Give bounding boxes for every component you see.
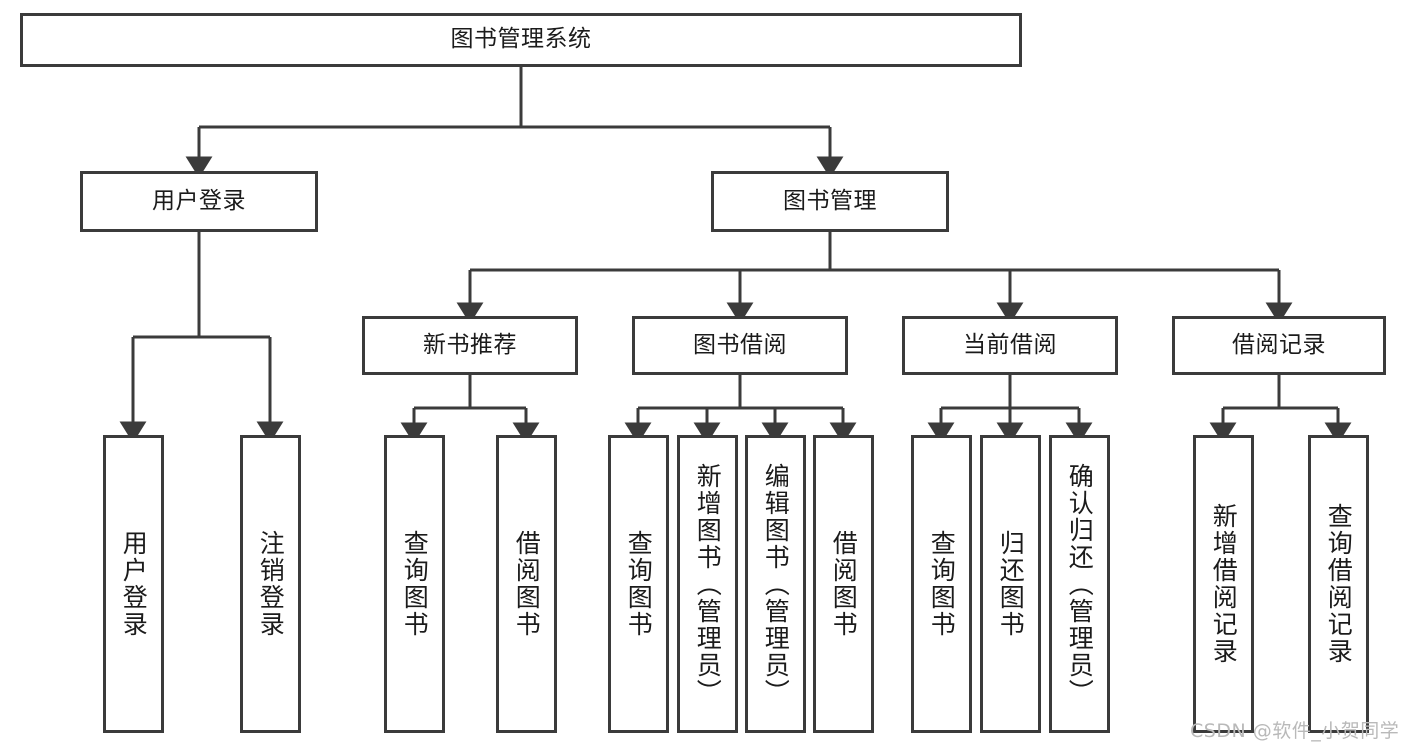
node-leaf-edit-book-label: 编辑图书（管理员） xyxy=(761,462,791,706)
node-leaf-add-book-label: 新增图书（管理员） xyxy=(693,462,723,706)
node-leaf-add-book[interactable]: 新增图书（管理员） xyxy=(677,435,738,733)
node-leaf-confirm-return-label: 确认归还（管理员） xyxy=(1065,462,1095,706)
node-new-book-recommend[interactable]: 新书推荐 xyxy=(362,316,578,375)
node-leaf-query-book-borrow[interactable]: 查询图书 xyxy=(608,435,669,733)
node-leaf-borrow-book-rec-label: 借阅图书 xyxy=(512,530,542,638)
node-current-borrow[interactable]: 当前借阅 xyxy=(902,316,1118,375)
node-leaf-query-book-current-label: 查询图书 xyxy=(927,530,957,638)
node-leaf-query-book-borrow-label: 查询图书 xyxy=(624,530,654,638)
node-book-borrow[interactable]: 图书借阅 xyxy=(632,316,848,375)
node-root-label: 图书管理系统 xyxy=(450,26,592,53)
node-leaf-query-book-current[interactable]: 查询图书 xyxy=(911,435,972,733)
node-book-borrow-label: 图书借阅 xyxy=(693,331,787,358)
node-leaf-borrow-book-rec[interactable]: 借阅图书 xyxy=(496,435,557,733)
node-leaf-query-record-label: 查询借阅记录 xyxy=(1324,503,1354,665)
node-leaf-confirm-return[interactable]: 确认归还（管理员） xyxy=(1049,435,1110,733)
node-leaf-return-book-label: 归还图书 xyxy=(996,530,1026,638)
node-leaf-borrow-book[interactable]: 借阅图书 xyxy=(813,435,874,733)
node-root[interactable]: 图书管理系统 xyxy=(20,13,1022,67)
node-leaf-query-book-rec-label: 查询图书 xyxy=(400,530,430,638)
node-book-manage[interactable]: 图书管理 xyxy=(711,171,949,232)
node-leaf-user-login-label: 用户登录 xyxy=(119,530,149,638)
node-book-manage-label: 图书管理 xyxy=(783,187,877,214)
node-leaf-query-book-rec[interactable]: 查询图书 xyxy=(384,435,445,733)
node-leaf-query-record[interactable]: 查询借阅记录 xyxy=(1308,435,1369,733)
node-borrow-record[interactable]: 借阅记录 xyxy=(1172,316,1386,375)
node-borrow-record-label: 借阅记录 xyxy=(1232,331,1326,358)
node-leaf-borrow-book-label: 借阅图书 xyxy=(829,530,859,638)
node-leaf-add-record-label: 新增借阅记录 xyxy=(1209,503,1239,665)
node-user-login-label: 用户登录 xyxy=(152,187,246,214)
node-leaf-user-login[interactable]: 用户登录 xyxy=(103,435,164,733)
node-new-book-recommend-label: 新书推荐 xyxy=(423,331,517,358)
node-leaf-return-book[interactable]: 归还图书 xyxy=(980,435,1041,733)
node-leaf-logout[interactable]: 注销登录 xyxy=(240,435,301,733)
node-leaf-logout-label: 注销登录 xyxy=(256,530,286,638)
node-current-borrow-label: 当前借阅 xyxy=(963,331,1057,358)
node-leaf-edit-book[interactable]: 编辑图书（管理员） xyxy=(745,435,806,733)
node-user-login[interactable]: 用户登录 xyxy=(80,171,318,232)
node-leaf-add-record[interactable]: 新增借阅记录 xyxy=(1193,435,1254,733)
